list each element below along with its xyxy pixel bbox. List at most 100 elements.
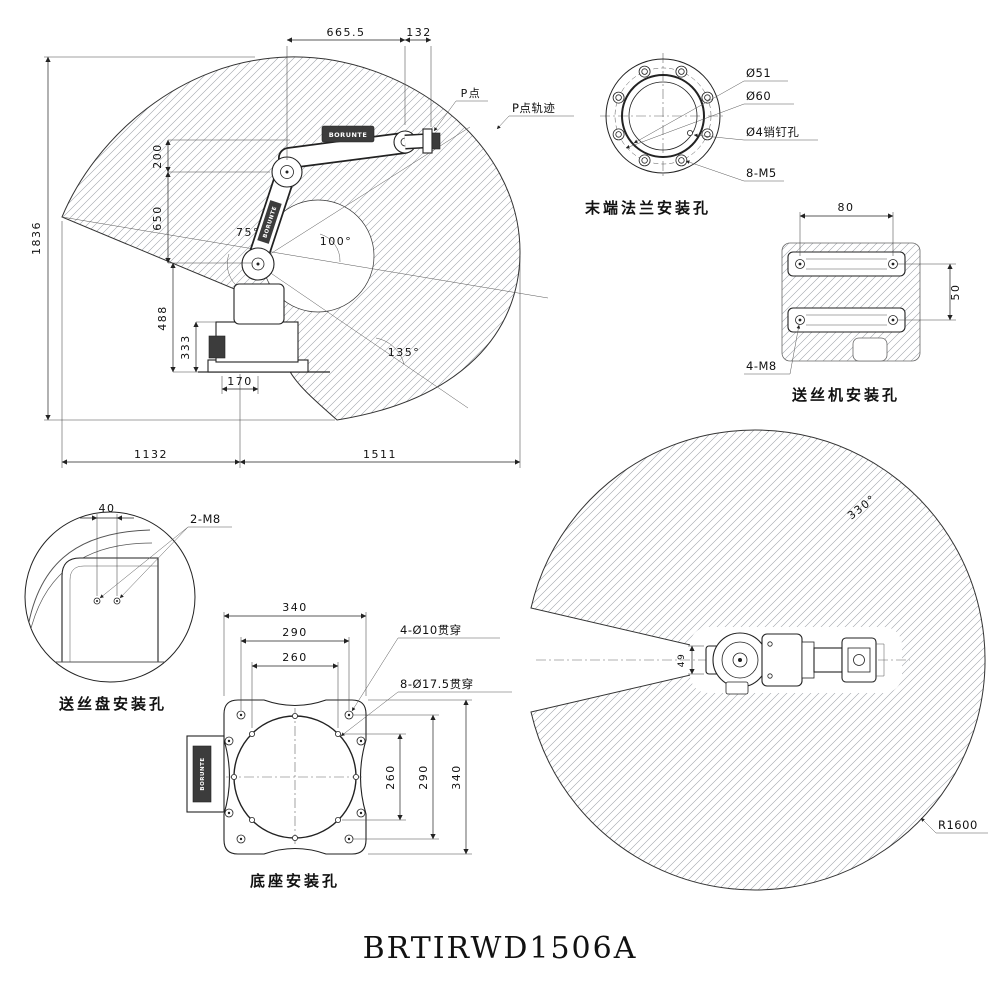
bolt-circle [614, 67, 712, 165]
dim-340-top: 340 [223, 601, 367, 696]
dim-label-488: 488 [156, 305, 169, 331]
dim-50: 50 [898, 263, 962, 321]
dim-label-200: 200 [151, 143, 164, 169]
label-dia51: Ø51 [746, 66, 771, 80]
dim-80: 80 [799, 201, 894, 256]
dim-132: 132 [404, 26, 432, 127]
base-caption: 底座安装孔 [250, 872, 340, 890]
dim-label-1132: 1132 [134, 448, 168, 461]
dim-665-5: 665.5 [286, 26, 406, 160]
dim-290-right: 290 [353, 714, 439, 840]
label-dia60: Ø60 [746, 89, 771, 103]
spool-inner-drawing [25, 529, 176, 663]
p-point-callout: P点 [433, 87, 488, 132]
dim-49: 49 [677, 645, 704, 675]
base-hole-callouts: 4-Ø10贯穿 8-Ø17.5贯穿 [340, 623, 512, 737]
flange-detail: Ø51 Ø60 Ø4销钉孔 8-M5 末端法兰安装孔 [585, 53, 818, 217]
robot-side-view: BORUNTE BORUNTE [198, 125, 441, 373]
robot-column [233, 283, 285, 325]
label-r1600: R1600 [938, 818, 978, 832]
base-connector-box: BORUNTE [186, 735, 225, 813]
pin-hole [687, 129, 694, 136]
dim-label-340-top: 340 [282, 601, 308, 614]
dim-333: 333 [179, 321, 216, 373]
dim-650: 650 [151, 171, 252, 264]
dim-1836: 1836 [30, 56, 335, 421]
label-8-dia17-5: 8-Ø17.5贯穿 [400, 677, 474, 691]
dim-label-80: 80 [838, 201, 855, 214]
tool-flange [422, 128, 433, 154]
dim-260-right: 260 [342, 733, 406, 821]
dim-label-650: 650 [151, 205, 164, 231]
p-trajectory-callout: P点轨迹 [496, 101, 574, 130]
dim-label-260-right: 260 [384, 764, 397, 790]
angle-label-100: 100° [320, 235, 353, 248]
dim-label-1511: 1511 [363, 448, 397, 461]
dim-label-340-right: 340 [450, 764, 463, 790]
shoulder-axis-dot [256, 262, 260, 266]
side-view: BORUNTE BORUNTE 665.5 [30, 26, 574, 468]
dim-label-132: 132 [406, 26, 432, 39]
robot-top-view [705, 632, 885, 695]
label-4-dia10: 4-Ø10贯穿 [400, 623, 462, 637]
feeder-bolt-callout: 4-M8 [744, 324, 801, 375]
base-tab-holes [224, 710, 366, 844]
base-logo: BORUNTE [200, 757, 206, 790]
robot-top-small-box [725, 681, 749, 695]
feeder-plate-bottom [787, 307, 906, 333]
dim-label-1836: 1836 [30, 221, 43, 255]
label-2m8: 2-M8 [190, 512, 221, 526]
angle-label-135: 135° [388, 346, 421, 359]
dim-1511: 1511 [239, 256, 521, 468]
feeder-plate-top [787, 251, 906, 277]
dim-label-49: 49 [677, 653, 687, 667]
spool-bracket [61, 557, 159, 663]
flange-callouts: Ø51 Ø60 Ø4销钉孔 8-M5 [625, 66, 818, 182]
label-pin-hole: Ø4销钉孔 [746, 125, 799, 139]
flange-caption: 末端法兰安装孔 [585, 199, 711, 217]
forearm-logo: BORUNTE [329, 131, 368, 139]
flange-bolt-holes [612, 65, 714, 167]
elbow-axis-dot [285, 170, 289, 174]
feeder-holes [795, 259, 898, 325]
radius-callout: R1600 [920, 817, 988, 834]
detail-view-circle [24, 511, 196, 683]
robot-base-body [215, 321, 299, 363]
robot-top-body [761, 633, 803, 687]
dim-488: 488 [156, 262, 208, 373]
robot-connector-box [208, 335, 226, 359]
dim-label-290-right: 290 [417, 764, 430, 790]
feeder-notch [852, 337, 888, 362]
p-point-label: P点 [461, 87, 482, 100]
dim-label-290-top: 290 [282, 626, 308, 639]
dim-label-665-5: 665.5 [327, 26, 366, 39]
drawing-title: BRTIRWD1506A [363, 931, 638, 966]
feeder-caption: 送丝机安装孔 [791, 386, 900, 404]
tool-tip [431, 132, 441, 150]
dim-40: 40 [80, 502, 134, 596]
robot-top-neck [801, 641, 815, 679]
spool-detail: 40 2-M8 送丝盘安装孔 [24, 502, 232, 713]
flange-bore-circle [621, 74, 705, 158]
flange-outer-circle [605, 58, 721, 174]
base-detail: BORUNTE 260 290 340 260 [186, 601, 512, 890]
dim-label-40: 40 [99, 502, 116, 515]
dim-label-170: 170 [227, 375, 253, 388]
label-8m5: 8-M5 [746, 166, 777, 180]
flange-inner-circle [628, 81, 698, 151]
dim-260-top: 260 [251, 651, 339, 728]
robot-top-axis-dot [738, 658, 742, 662]
angle-label-75: 75° [236, 226, 260, 239]
dim-340-right: 340 [368, 699, 472, 855]
forearm-logo-patch [321, 125, 375, 143]
dim-label-333: 333 [179, 334, 192, 360]
dim-290-top: 290 [240, 626, 350, 710]
spool-bolt-callout: 2-M8 [99, 512, 232, 599]
top-view: 49 330° R1600 [530, 429, 988, 891]
dim-200: 200 [151, 139, 290, 173]
spool-caption: 送丝盘安装孔 [58, 695, 167, 713]
robot-top-arm [813, 647, 843, 673]
upper-arm-logo-patch [257, 200, 282, 244]
